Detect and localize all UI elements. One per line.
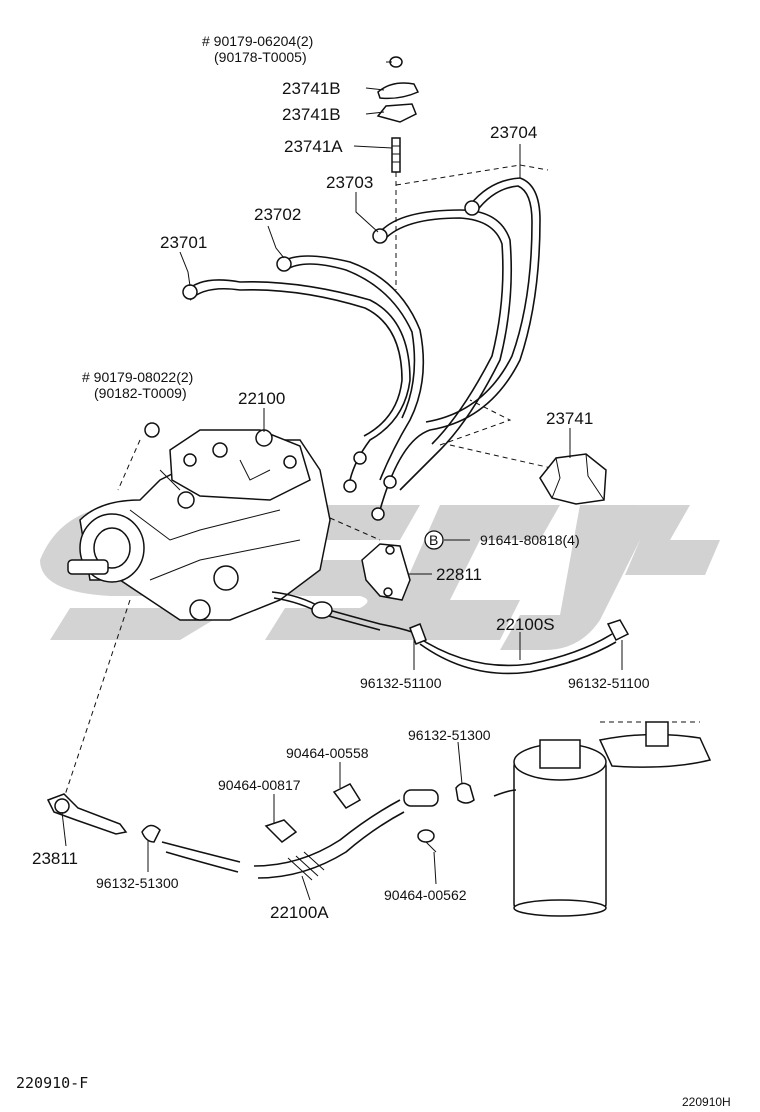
label-90464-00817: 90464-00817 <box>218 777 301 793</box>
label-23702: 23702 <box>254 205 301 224</box>
label-91641-80818: 91641-80818(4) <box>480 532 580 548</box>
label-23701: 23701 <box>160 233 207 252</box>
label-23741b-upper: 23741B <box>282 79 341 98</box>
hose-22100a <box>161 782 475 881</box>
clamp-23741 <box>539 453 607 505</box>
stud-23741a <box>391 137 401 173</box>
label-96132-51100-left: 96132-51100 <box>360 675 442 691</box>
label-23703: 23703 <box>326 173 373 192</box>
label-22100a: 22100A <box>270 903 329 922</box>
bolt-stack <box>376 56 420 290</box>
callout-b-letter: B <box>429 532 438 548</box>
label-22811: 22811 <box>436 565 482 584</box>
label-23741b-lower: 23741B <box>282 105 341 124</box>
label-96132-51300-lower: 96132-51300 <box>96 875 179 891</box>
label-90178-t0005: (90178-T0005) <box>214 49 307 65</box>
label-90464-00562: 90464-00562 <box>384 887 467 903</box>
label-22100s: 22100S <box>496 615 555 634</box>
callout-b-circle <box>424 530 444 550</box>
label-23741a: 23741A <box>284 137 343 156</box>
bracket-22811 <box>361 543 411 601</box>
fitting-23703 <box>372 228 388 244</box>
fitting-23704 <box>464 200 480 216</box>
footer-code-left: 220910-F <box>16 1074 88 1092</box>
part-labels: # 90179-06204(2) (90178-T0005) 23741B 23… <box>32 33 650 922</box>
label-96132-51300-upper: 96132-51300 <box>408 727 491 743</box>
hose-22100s <box>271 591 630 675</box>
fitting-23702 <box>276 256 292 272</box>
label-96132-51100-right: 96132-51100 <box>568 675 650 691</box>
label-90464-00558: 90464-00558 <box>286 745 369 761</box>
label-90179-08022: # 90179-08022(2) <box>82 369 193 385</box>
injection-pump-22100 <box>59 422 381 811</box>
connector-23811 <box>46 793 128 835</box>
label-90179-06204: # 90179-06204(2) <box>202 33 313 49</box>
fuel-filter <box>493 721 712 917</box>
footer-code-right: 220910H <box>682 1095 731 1109</box>
clamp-23741b-lower <box>376 103 417 123</box>
nut-90179-08022 <box>144 422 160 438</box>
label-23741: 23741 <box>546 409 593 428</box>
leader-lines <box>61 61 623 901</box>
clips <box>141 783 437 853</box>
label-90182-t0009: (90182-T0009) <box>94 385 187 401</box>
label-22100: 22100 <box>238 389 285 408</box>
label-23811: 23811 <box>32 849 78 868</box>
fitting-23701 <box>182 284 198 300</box>
clamp-23741b-upper <box>377 82 420 100</box>
label-23704: 23704 <box>490 123 537 142</box>
